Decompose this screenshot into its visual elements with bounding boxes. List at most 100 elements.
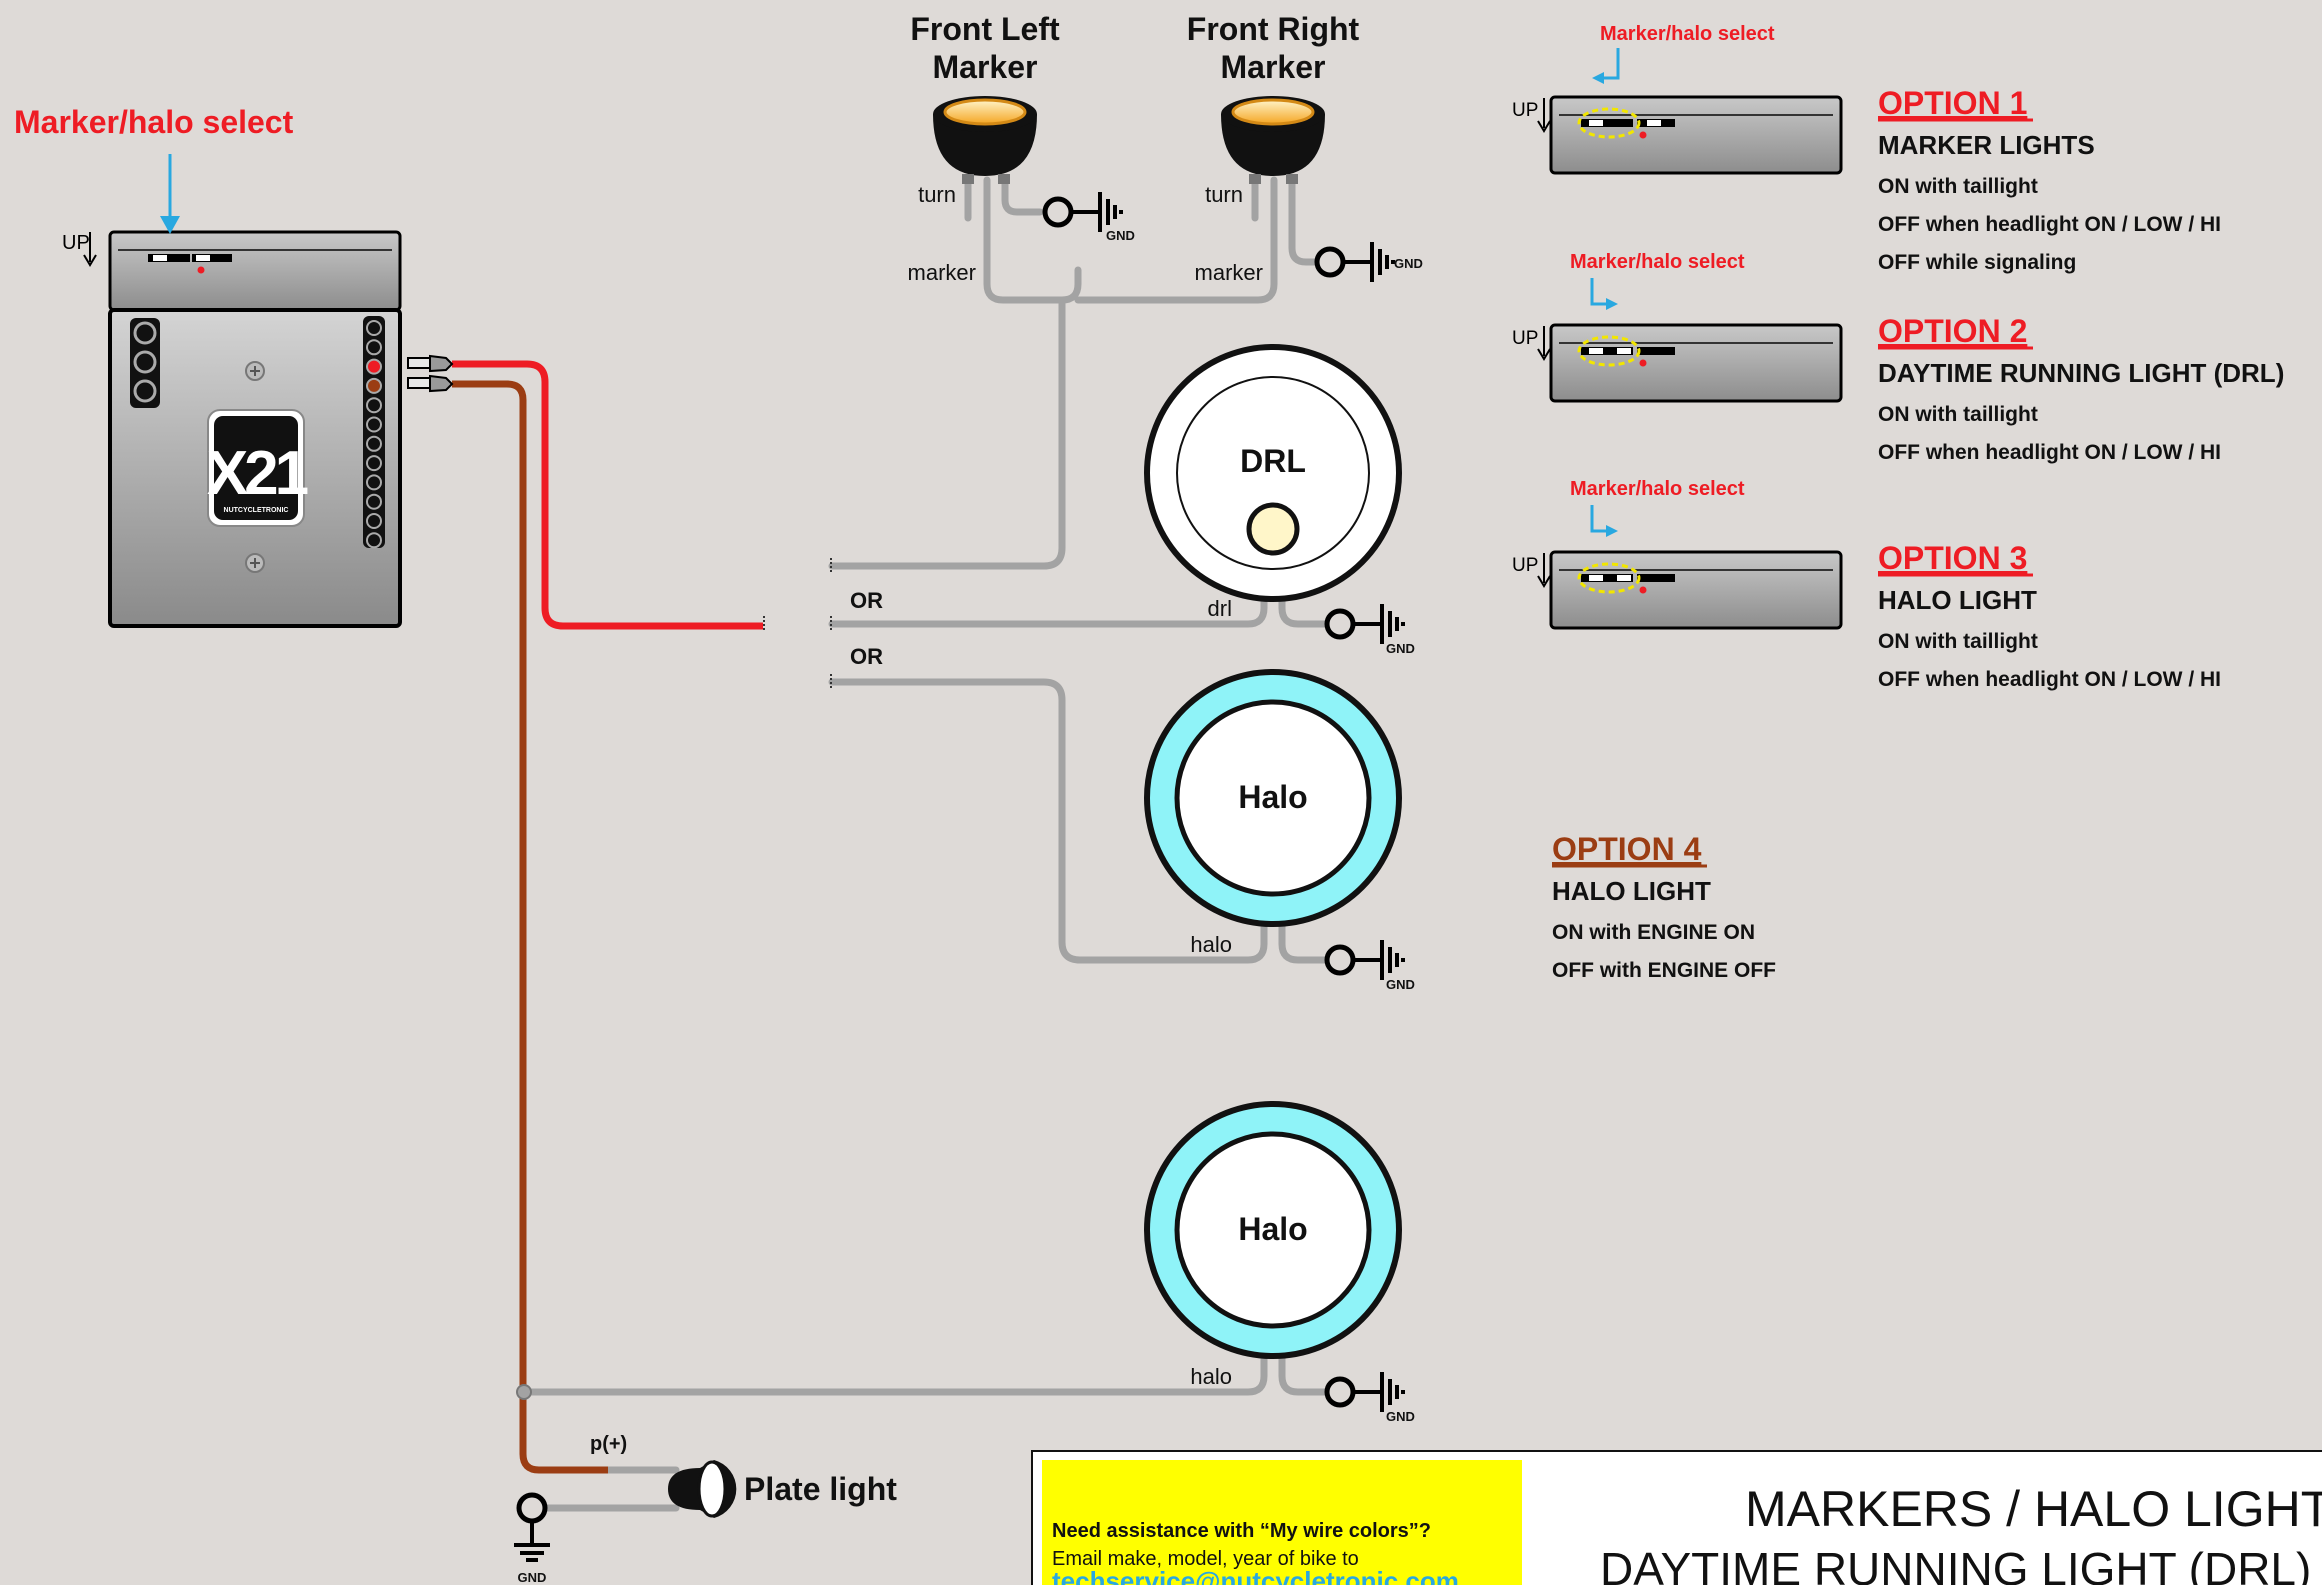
up-label: UP — [1512, 328, 1538, 349]
select-arrow-icon — [1598, 48, 1620, 80]
help-text: Email make, model, year of bike to — [1052, 1548, 1359, 1570]
wire-label-halo: halo — [1190, 1364, 1232, 1389]
marker-bulb-icon — [1231, 98, 1315, 126]
marker-right-title-2: Marker — [1221, 49, 1326, 85]
plate-light-label: Plate light — [744, 1471, 897, 1507]
option-title: OPTION 4 — [1552, 831, 1702, 867]
marker-right-title-1: Front Right — [1187, 11, 1360, 47]
halo-label: Halo — [1238, 779, 1307, 815]
halo-light-engine: Halo halo GND — [1144, 1101, 1415, 1424]
up-arrow-icon — [1537, 326, 1551, 361]
option-description: OFF while signaling — [1878, 251, 2076, 274]
option-description: ON with taillight — [1878, 630, 2038, 653]
option-title: OPTION 1 — [1878, 85, 2027, 121]
option-subtitle: MARKER LIGHTS — [1878, 130, 2095, 160]
pin — [366, 455, 382, 472]
brown-wire — [452, 380, 608, 1474]
up-arrow-icon — [1537, 553, 1551, 588]
plate-light: p(+) Plate light GND — [514, 1433, 897, 1585]
gnd-label: GND — [1386, 1409, 1415, 1424]
option-description: ON with ENGINE ON — [1552, 921, 1755, 944]
option-description: ON with taillight — [1878, 403, 2038, 426]
front-right-marker: Front Right Marker turn marker GND — [1187, 11, 1423, 285]
option-title: OPTION 3 — [1878, 540, 2027, 576]
gnd-label: GND — [1386, 641, 1415, 656]
select-arrow-icon — [1590, 278, 1610, 306]
jumper-highlight — [1577, 335, 1641, 367]
footer: Need assistance with “My wire colors”? E… — [1031, 1450, 2322, 1585]
option-description: OFF with ENGINE OFF — [1552, 959, 1776, 982]
option-select-label: Marker/halo select — [1570, 478, 1745, 500]
select-arrow-icon — [1590, 505, 1610, 533]
logo-text: X21 — [207, 439, 308, 508]
up-label: UP — [1512, 100, 1538, 121]
option-subtitle: DAYTIME RUNNING LIGHT (DRL) — [1878, 358, 2284, 388]
option-description: OFF when headlight ON / LOW / HI — [1878, 668, 2221, 691]
help-title: Need assistance with “My wire colors”? — [1052, 1520, 1431, 1542]
pin — [366, 435, 382, 452]
jumper — [1589, 120, 1603, 126]
gray-wires — [520, 176, 1330, 1512]
option-description: OFF when headlight ON / LOW / HI — [1878, 441, 2221, 464]
marker-left-title-2: Marker — [933, 49, 1038, 85]
or-label: OR — [850, 644, 883, 669]
option-description: OFF when headlight ON / LOW / HI — [1878, 213, 2221, 236]
pin — [366, 339, 382, 356]
wire-label-drl: drl — [1208, 596, 1232, 621]
drl-bulb-icon — [1246, 502, 1300, 556]
gnd-label: GND — [1394, 256, 1423, 271]
splice-dot — [516, 1384, 532, 1400]
select-dot — [197, 266, 205, 274]
pin — [366, 513, 382, 529]
pin — [366, 377, 382, 394]
pin — [366, 358, 382, 375]
footer-title-2: DAYTIME RUNNING LIGHT (DRL) — [1600, 1543, 2311, 1585]
option-select-label: Marker/halo select — [1600, 23, 1775, 45]
drl-light: DRL drl GND — [1144, 344, 1415, 656]
module-top — [108, 230, 402, 312]
halo-label: Halo — [1238, 1211, 1307, 1247]
option-title: OPTION 2 — [1878, 313, 2027, 349]
option-subtitle: HALO LIGHT — [1552, 876, 1711, 906]
gnd-label: GND — [1106, 228, 1135, 243]
wire-label-halo: halo — [1190, 932, 1232, 957]
help-box — [1042, 1460, 1522, 1585]
wire-label-turn: turn — [1205, 182, 1243, 207]
up-label: UP — [62, 232, 90, 254]
option-description: ON with taillight — [1878, 175, 2038, 198]
help-email[interactable]: techservice@nutcycletronic.com — [1052, 1566, 1459, 1585]
x21-module: UP X21 NUTCYCLETRONIC — [62, 230, 454, 628]
select-label: Marker/halo select — [14, 104, 294, 140]
drl-label: DRL — [1240, 443, 1306, 479]
option-select-label: Marker/halo select — [1570, 251, 1745, 273]
wire-label-turn: turn — [918, 182, 956, 207]
or-label: OR — [850, 588, 883, 613]
brand-text: NUTCYCLETRONIC — [224, 507, 289, 514]
option-subtitle: HALO LIGHT — [1878, 585, 2037, 615]
halo-light: Halo halo GND — [1144, 669, 1415, 992]
marker-bulb-icon — [943, 98, 1027, 126]
front-left-marker: Front Left Marker turn marker GND — [908, 11, 1135, 285]
pin — [366, 416, 382, 433]
jumper-highlight — [1577, 562, 1641, 594]
jumper — [1617, 575, 1631, 581]
wire-label-marker: marker — [908, 260, 976, 285]
red-wire — [452, 360, 763, 630]
pin — [366, 320, 382, 336]
up-label: UP — [1512, 555, 1538, 576]
wire-label-marker: marker — [1195, 260, 1263, 285]
wire-label-plate: p(+) — [590, 1433, 627, 1455]
pin — [366, 397, 382, 414]
pin — [366, 532, 382, 549]
output-terminals — [407, 354, 454, 393]
jumper — [1617, 348, 1631, 354]
pin — [366, 493, 382, 510]
jumper-highlight — [1577, 107, 1641, 139]
gnd-label: GND — [518, 1570, 547, 1585]
gnd-label: GND — [1386, 977, 1415, 992]
up-arrow-icon — [1537, 98, 1551, 133]
ground-icon — [514, 1492, 550, 1562]
